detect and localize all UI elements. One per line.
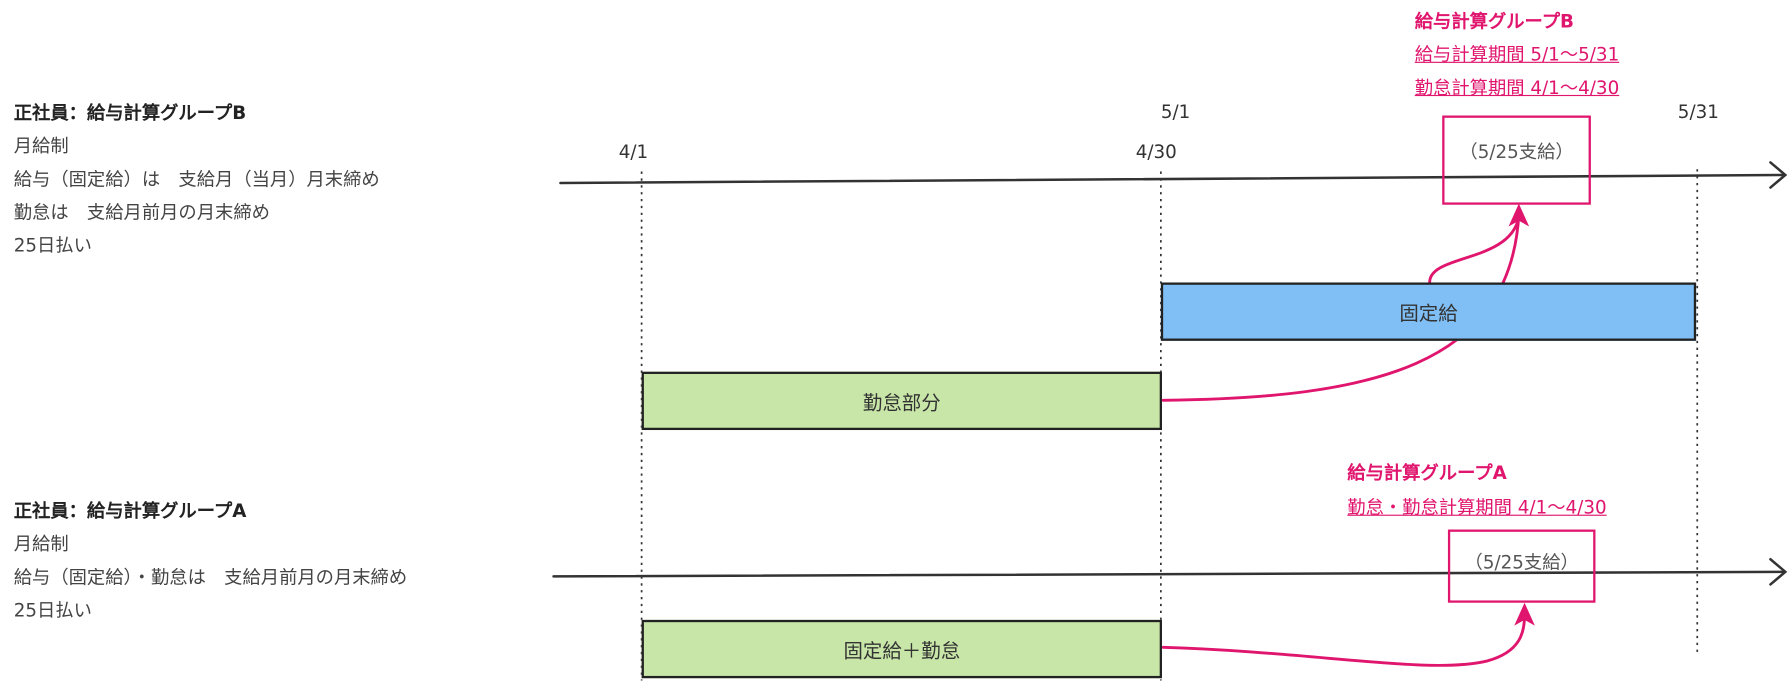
arrow-combined-to-payday-a <box>1161 613 1526 667</box>
group-b-payday-label: （5/25支給） <box>1459 140 1574 163</box>
group-b-line: 勤怠は 支給月前月の月末締め <box>13 201 270 224</box>
group-a-callout-title: 給与計算グループA <box>1347 462 1507 484</box>
group-b-attendance-period-link[interactable]: 勤怠計算期間 4/1～4/30 <box>1414 76 1620 99</box>
arrow-fixed-to-payday-b <box>1428 215 1521 284</box>
date-label-4-1: 4/1 <box>618 140 649 163</box>
group-a-line: 月給制 <box>13 532 69 555</box>
group-a-line: 25日払い <box>13 599 92 622</box>
timeline-a-arrowhead <box>1769 558 1788 586</box>
group-a-description: 正社員：給与計算グループA 月給制 給与（固定給）・勤怠は 支給月前月の月末締め… <box>14 494 407 627</box>
group-b-attendance-label: 勤怠部分 <box>862 392 941 416</box>
group-a-combined-label: 固定給＋勤怠 <box>843 640 961 664</box>
group-b-pay-period-link[interactable]: 給与計算期間 5/1～5/31 <box>1414 43 1620 66</box>
group-b-fixed-bar: 固定給 <box>1160 282 1697 341</box>
arrowhead-b <box>1508 203 1530 227</box>
date-label-5-31: 5/31 <box>1677 100 1719 123</box>
group-a-payday-label: （5/25支給） <box>1464 551 1579 573</box>
group-a-callout: 給与計算グループA 勤怠・勤怠計算期間 4/1～4/30 <box>1347 456 1606 525</box>
group-b-fixed-label: 固定給 <box>1399 303 1458 326</box>
group-b-callout: 給与計算グループB 給与計算期間 5/1～5/31 勤怠計算期間 4/1～4/3… <box>1415 5 1619 105</box>
arrowhead-a <box>1514 602 1535 626</box>
group-b-line: 25日払い <box>13 234 92 257</box>
date-label-4-30: 4/30 <box>1135 140 1177 163</box>
timeline-a <box>552 570 1786 578</box>
group-b-line: 給与（固定給）は 支給月（当月）月末締め <box>13 168 380 190</box>
group-b-description: 正社員：給与計算グループB 月給制 給与（固定給）は 支給月（当月）月末締め 勤… <box>14 96 380 262</box>
group-a-attendance-period-link[interactable]: 勤怠・勤怠計算期間 4/1～4/30 <box>1347 496 1607 519</box>
arrow-attendance-to-payday-b <box>1161 213 1521 402</box>
group-a-payday-box: （5/25支給） <box>1447 529 1596 603</box>
date-label-5-1: 5/1 <box>1160 100 1191 123</box>
group-a-title: 正社員：給与計算グループA <box>13 499 247 522</box>
timeline-b-arrowhead <box>1769 161 1788 189</box>
group-b-callout-title: 給与計算グループB <box>1414 10 1575 33</box>
group-a-combined-bar: 固定給＋勤怠 <box>641 619 1162 679</box>
group-b-title: 正社員：給与計算グループB <box>13 101 247 124</box>
group-a-line: 給与（固定給）・勤怠は 支給月前月の月末締め <box>13 566 408 588</box>
timeline-b <box>559 173 1786 185</box>
group-b-attendance-bar: 勤怠部分 <box>641 371 1162 431</box>
group-b-payday-box: （5/25支給） <box>1442 115 1591 205</box>
group-b-line: 月給制 <box>13 134 69 157</box>
